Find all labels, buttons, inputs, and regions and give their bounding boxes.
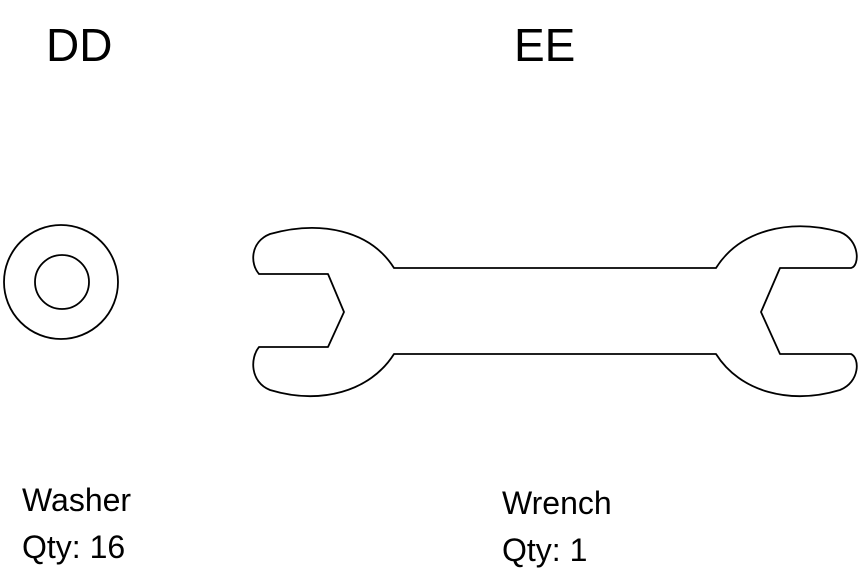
part-id-dd: DD xyxy=(46,19,113,71)
part-quantity: Qty: 1 xyxy=(502,532,588,568)
part-caption-wrench: Wrench Qty: 1 xyxy=(502,480,612,574)
part-quantity: Qty: 16 xyxy=(22,529,126,565)
part-caption-washer: Washer Qty: 16 xyxy=(22,477,131,571)
wrench-icon xyxy=(252,225,858,397)
part-id-ee: EE xyxy=(514,19,576,71)
part-name: Washer xyxy=(22,482,132,518)
washer-icon xyxy=(3,224,119,340)
part-name: Wrench xyxy=(502,485,612,521)
